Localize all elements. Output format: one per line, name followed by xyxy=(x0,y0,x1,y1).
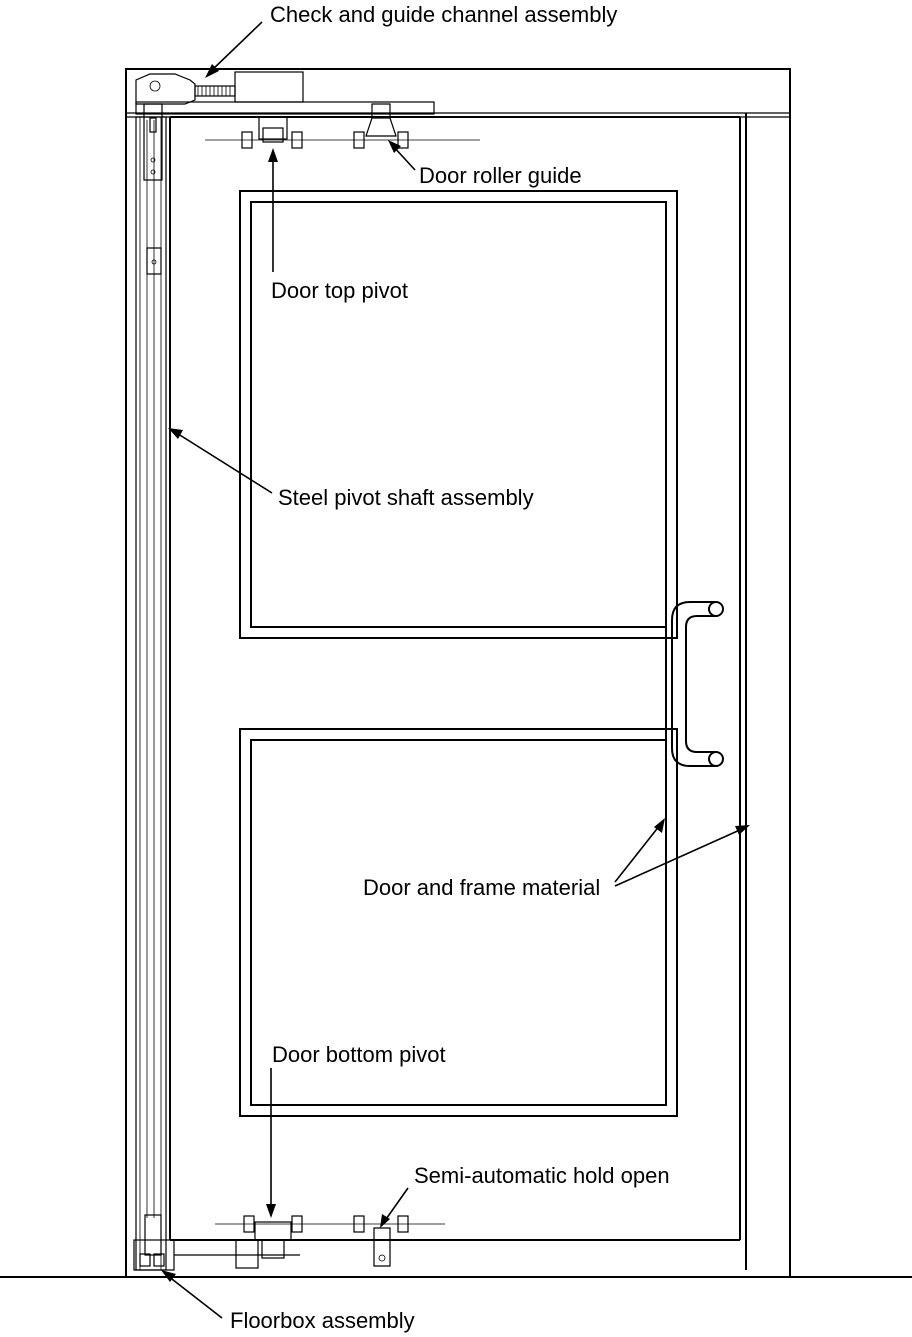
upper-glass-panel xyxy=(239,190,678,639)
label-steel-pivot-shaft: Steel pivot shaft assembly xyxy=(278,485,534,510)
steel-pivot-shaft xyxy=(135,103,167,1271)
door-bottom-pivot xyxy=(215,1215,445,1269)
leader-check-channel xyxy=(205,21,263,78)
label-check-guide-channel: Check and guide channel assembly xyxy=(270,2,617,27)
floorbox-assembly xyxy=(133,1239,300,1271)
semi-automatic-hold-open xyxy=(353,1215,409,1267)
label-semi-automatic-hold-open: Semi-automatic hold open xyxy=(414,1163,670,1188)
door-roller-guide xyxy=(353,103,409,149)
check-channel xyxy=(135,71,435,115)
door-frame xyxy=(125,68,791,1278)
leader-bottom-pivot xyxy=(266,1068,276,1218)
door-handle xyxy=(665,601,724,767)
label-door-top-pivot: Door top pivot xyxy=(271,278,408,303)
leader-floorbox xyxy=(161,1270,223,1319)
leader-roller-guide xyxy=(388,140,416,171)
label-floorbox-assembly: Floorbox assembly xyxy=(230,1308,415,1333)
door-top-pivot xyxy=(205,116,480,149)
label-door-frame-material: Door and frame material xyxy=(363,875,600,900)
leader-top-pivot xyxy=(268,148,278,272)
door-leaf xyxy=(169,116,741,1241)
lower-glass-panel xyxy=(239,728,678,1117)
leader-door-frame-material xyxy=(614,818,750,887)
leader-hold-open xyxy=(380,1187,409,1228)
leader-pivot-shaft xyxy=(168,428,273,494)
label-door-roller-guide: Door roller guide xyxy=(419,163,582,188)
label-door-bottom-pivot: Door bottom pivot xyxy=(272,1042,446,1067)
